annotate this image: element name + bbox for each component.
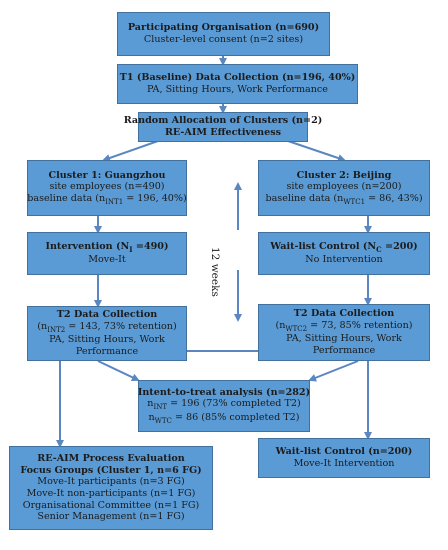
waitlist-title: Wait-list Control (NC =200) [270,240,418,254]
itt-waitlist-n: nWTC = 86 (85% completed T2) [148,411,300,425]
t2-left-measures-cont: Performance [75,346,139,358]
t1-title: T1 (Baseline) Data Collection (n=196, 40… [119,72,356,84]
arrow-random-to-cluster1 [102,140,159,162]
waitlist2-title: Wait-list Control (n=200) [275,446,413,458]
waitlist2-intervention: Move-It Intervention [293,458,395,469]
waitlist-control-box: Wait-list Control (NC =200) No Intervent… [258,232,430,275]
process-item: Organisational Committee (n=1 FG) [22,499,200,511]
t2-right-measures: PA, Sitting Hours, Work [286,333,402,345]
random-reaim: RE-AIM Effectiveness [164,127,282,138]
waitlist-no-intervention: No Intervention [305,254,383,266]
cluster1-employees: site employees (n=490) [49,181,165,193]
cluster2-box: Cluster 2: Beijing site employees (n=200… [258,160,430,216]
waitlist-move-it-box: Wait-list Control (n=200) Move-It Interv… [258,438,430,478]
intervention-title: Intervention (NI =490) [45,240,169,254]
cluster2-baseline: baseline data (nWTC1 = 86, 43%) [265,192,423,206]
cluster2-employees: site employees (n=200) [286,181,402,193]
process-title: RE-AIM Process Evaluation [37,452,185,464]
arrow-t2-left-to-itt [97,360,140,382]
cluster1-title: Cluster 1: Guangzhou [48,169,166,181]
arrow-t2-right-to-itt [308,360,359,382]
t2-right-box: T2 Data Collection (nWTC2 = 73, 85% rete… [258,304,430,361]
process-focus-groups: Focus Groups (Cluster 1, n=6 FG) [20,464,202,476]
arrow-random-to-cluster2 [287,140,346,162]
twelve-weeks-label: 12 weeks [209,247,221,297]
itt-intervention-n: nINT = 196 (73% completed T2) [147,398,301,412]
t2-left-retention: (nINT2 = 143, 73% retention) [37,320,177,334]
t2-right-retention: (nWTC2 = 73, 85% retention) [275,319,413,333]
intent-to-treat-box: Intent-to-treat analysis (n=282) nINT = … [138,380,310,432]
cluster2-title: Cluster 2: Beijing [296,169,392,181]
process-item: Move-It non-participants (n=1 FG) [26,488,196,499]
t2-left-box: T2 Data Collection (nINT2 = 143, 73% ret… [27,306,187,361]
t1-measures: PA, Sitting Hours, Work Performance [146,84,328,95]
t2-left-title: T2 Data Collection [56,309,158,321]
participating-organisation-box: Participating Organisation (n=690) Clust… [117,12,330,56]
t2-right-measures-cont: Performance [312,345,376,357]
participating-title: Participating Organisation (n=690) [127,22,320,34]
intervention-box: Intervention (NI =490) Move-It [27,232,187,275]
process-evaluation-box: RE-AIM Process Evaluation Focus Groups (… [9,446,213,530]
participating-consent: Cluster-level consent (n=2 sites) [143,34,304,45]
t2-left-measures: PA, Sitting Hours, Work [49,334,165,346]
random-allocation-box: Random Allocation of Clusters (n=2) RE-A… [124,112,322,142]
t1-collection-box: T1 (Baseline) Data Collection (n=196, 40… [117,64,358,104]
process-item: Senior Management (n=1 FG) [37,511,185,523]
t2-right-title: T2 Data Collection [293,308,395,320]
cluster1-box: Cluster 1: Guangzhou site employees (n=4… [27,160,187,216]
process-item: Move-It participants (n=3 FG) [37,476,185,488]
itt-title: Intent-to-treat analysis (n=282) [137,386,311,398]
intervention-program: Move-It [88,254,126,266]
random-title: Random Allocation of Clusters (n=2) [123,115,323,127]
cluster1-baseline: baseline data (nINT1 = 196, 40%) [27,192,187,206]
